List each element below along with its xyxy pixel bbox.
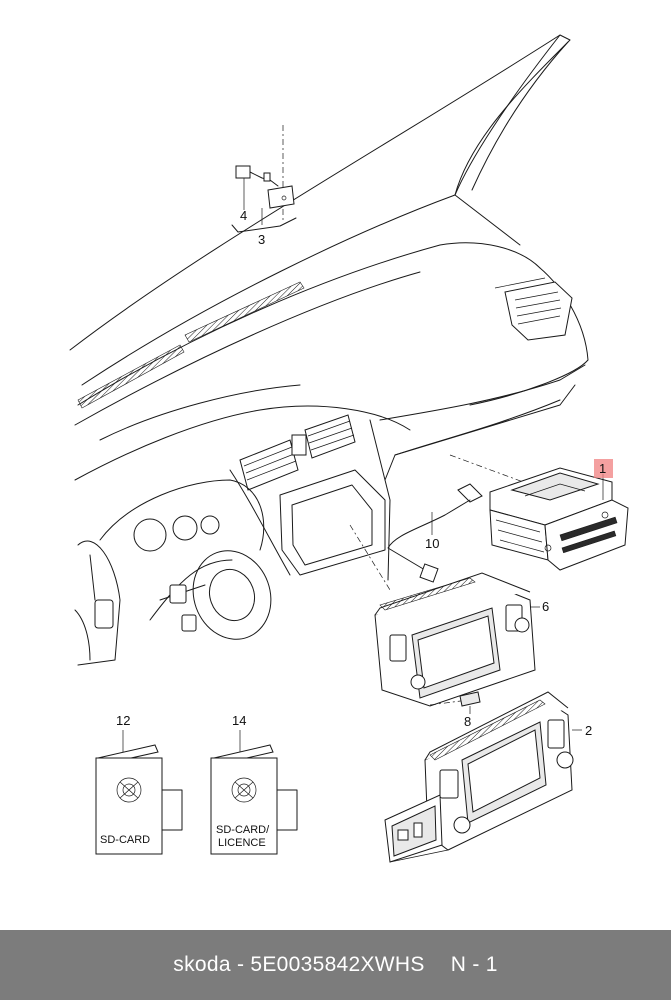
sd-card-booklet-12 (95, 730, 183, 855)
book-12-label: SD-CARD (100, 834, 150, 846)
callout-2: 2 (585, 723, 592, 738)
callout-14: 14 (232, 713, 246, 728)
radio-unit-2 (384, 691, 574, 863)
callout-10: 10 (425, 536, 439, 551)
callout-1: 1 (599, 461, 606, 476)
wiring-harness-4 (231, 125, 297, 233)
part-number-label: skoda - 5E0035842XWHS (173, 953, 425, 976)
radio-chassis (449, 454, 629, 571)
parts-diagram: 4 3 1 10 6 (69, 34, 629, 863)
callout-6: 6 (542, 599, 549, 614)
callout-3: 3 (258, 232, 265, 247)
clip-8 (429, 691, 481, 714)
footer-bar: skoda - 5E0035842XWHS N - 1 (0, 930, 671, 1000)
dashboard-outline (69, 34, 589, 666)
book-14-label-line1: SD-CARD/ (216, 824, 270, 836)
book-14-label-line2: LICENCE (218, 837, 266, 849)
sd-card-licence-booklet-14 (210, 730, 298, 855)
callout-12: 12 (116, 713, 130, 728)
antenna-cable (387, 483, 483, 583)
display-unit-6 (349, 524, 536, 707)
callout-1-highlight (594, 459, 613, 478)
callout-4: 4 (240, 208, 247, 223)
callout-8: 8 (464, 714, 471, 729)
page-indicator: N - 1 (450, 953, 498, 976)
